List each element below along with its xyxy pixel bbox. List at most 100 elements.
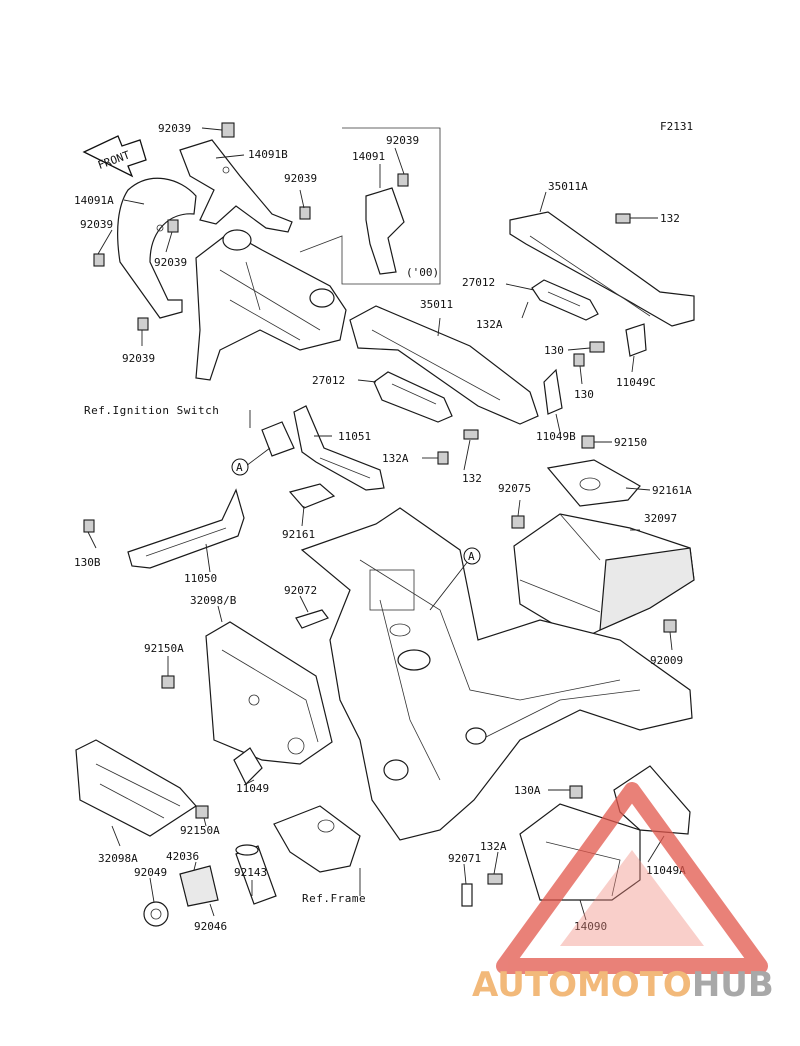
battery-case-32097 bbox=[513, 513, 695, 641]
label-132-top: 132 bbox=[660, 212, 680, 225]
label-11049: 11049 bbox=[236, 782, 269, 795]
plate-27012 bbox=[373, 371, 453, 423]
label-132-mid: 132 bbox=[462, 472, 482, 485]
label-92072: 92072 bbox=[284, 584, 317, 597]
label-14091A: 14091A bbox=[74, 194, 114, 207]
collar-92143 bbox=[235, 844, 277, 905]
label-130A: 130A bbox=[514, 784, 541, 797]
bolt-icon-92150A-bot bbox=[195, 805, 209, 819]
label-11049C: 11049C bbox=[616, 376, 656, 389]
switch-holder bbox=[261, 421, 295, 457]
bracket-11049C bbox=[625, 323, 647, 357]
bolt-icon-132A-bot bbox=[487, 873, 503, 885]
label-92143: 92143 bbox=[234, 866, 267, 879]
label-11050: 11050 bbox=[184, 572, 217, 585]
watermark-triangle-icon bbox=[496, 782, 768, 974]
clip-92071 bbox=[461, 883, 473, 907]
label-27012-top: 27012 bbox=[462, 276, 495, 289]
bolt-icon-92039-a bbox=[299, 206, 311, 220]
bracket-11049 bbox=[233, 747, 263, 786]
side-bracket-14091A bbox=[117, 177, 197, 319]
label-132A-top: 132A bbox=[476, 318, 503, 331]
leader-lines bbox=[87, 127, 673, 921]
bolt-icon-92075 bbox=[511, 515, 525, 529]
cover-35011A bbox=[509, 211, 695, 327]
label-11051: 11051 bbox=[338, 430, 371, 443]
main-frame bbox=[300, 507, 693, 841]
bolt-icon-92039-c bbox=[167, 219, 179, 233]
callout-a-left: A bbox=[231, 458, 249, 476]
label-92039-d: 92039 bbox=[122, 352, 155, 365]
label-ref-frame: Ref.Frame bbox=[302, 892, 366, 905]
side-cover-32098 bbox=[205, 621, 333, 765]
label-92150A-bot: 92150A bbox=[180, 824, 220, 837]
swingarm-pivot bbox=[273, 805, 361, 873]
label-130B: 130B bbox=[74, 556, 101, 569]
label-132A-mid: 132A bbox=[382, 452, 409, 465]
label-92150: 92150 bbox=[614, 436, 647, 449]
bushing-42036 bbox=[179, 865, 219, 907]
label-14090: 14090 bbox=[574, 920, 607, 933]
bolt-icon-132A-mid bbox=[437, 429, 479, 465]
callout-a-right-label: A bbox=[468, 550, 475, 563]
plate-27012-top bbox=[531, 279, 599, 321]
label-35011A: 35011A bbox=[548, 180, 588, 193]
bolt-icon-92150 bbox=[581, 435, 595, 449]
watermark-text-hub: HUB bbox=[692, 965, 774, 1005]
bolt-icon-130B bbox=[83, 519, 95, 533]
label-year-note: ('00) bbox=[406, 266, 439, 279]
upper-frame bbox=[195, 229, 347, 381]
front-arrow-icon: FRONT bbox=[82, 135, 147, 178]
label-132A-bot: 132A bbox=[480, 840, 507, 853]
label-92039-top: 92039 bbox=[158, 122, 191, 135]
bolt-icon-130 bbox=[573, 341, 605, 367]
label-92039-b: 92039 bbox=[80, 218, 113, 231]
label-14091: 14091 bbox=[352, 150, 385, 163]
inset-box-14091 bbox=[299, 127, 441, 285]
bracket-11049B bbox=[543, 368, 563, 415]
label-92071: 92071 bbox=[448, 852, 481, 865]
bolt-icon-132-top bbox=[615, 213, 631, 224]
label-14091B: 14091B bbox=[248, 148, 288, 161]
label-92039-box: 92039 bbox=[386, 134, 419, 147]
cover-35011 bbox=[349, 305, 539, 425]
bolt-icon-130A bbox=[569, 785, 583, 799]
label-42036: 42036 bbox=[166, 850, 199, 863]
label-92161: 92161 bbox=[282, 528, 315, 541]
bolt-icon-92039-d bbox=[137, 317, 149, 331]
label-92039-a: 92039 bbox=[284, 172, 317, 185]
rubber-92161 bbox=[288, 483, 336, 509]
bracket-11051 bbox=[293, 405, 385, 491]
label-92009: 92009 bbox=[650, 654, 683, 667]
label-92046: 92046 bbox=[194, 920, 227, 933]
seal-92049 bbox=[143, 901, 169, 927]
bolt-icon-92039-b bbox=[93, 253, 105, 267]
label-32098B: 32098/B bbox=[190, 594, 237, 607]
label-92161A: 92161A bbox=[652, 484, 692, 497]
watermark-text: AUTOMOTOHUB bbox=[472, 965, 774, 1005]
pad-92161A bbox=[546, 459, 641, 507]
bolt-icon-92039-top bbox=[221, 122, 235, 138]
label-32097: 32097 bbox=[644, 512, 677, 525]
label-130-a: 130 bbox=[544, 344, 564, 357]
watermark-text-auto: AUTOMOTO bbox=[472, 965, 692, 1005]
label-32098A: 32098A bbox=[98, 852, 138, 865]
label-27012: 27012 bbox=[312, 374, 345, 387]
label-35011: 35011 bbox=[420, 298, 453, 311]
label-11049A: 11049A bbox=[646, 864, 686, 877]
part-92072 bbox=[295, 609, 329, 629]
label-11049B: 11049B bbox=[536, 430, 576, 443]
bolt-icon-92009 bbox=[663, 619, 677, 633]
part-labels: 92039 14091B 14091A 92039 92039 92039 92… bbox=[74, 122, 692, 933]
label-92150A-top: 92150A bbox=[144, 642, 184, 655]
label-92049: 92049 bbox=[134, 866, 167, 879]
figure-code: F2131 bbox=[660, 120, 693, 133]
label-92039-c: 92039 bbox=[154, 256, 187, 269]
bolt-icon-92150A-top bbox=[161, 675, 175, 689]
callout-a-left-label: A bbox=[236, 461, 243, 474]
callout-a-right: A bbox=[463, 547, 481, 565]
label-92075: 92075 bbox=[498, 482, 531, 495]
lower-cover-32098A bbox=[75, 739, 197, 837]
label-130-b: 130 bbox=[574, 388, 594, 401]
